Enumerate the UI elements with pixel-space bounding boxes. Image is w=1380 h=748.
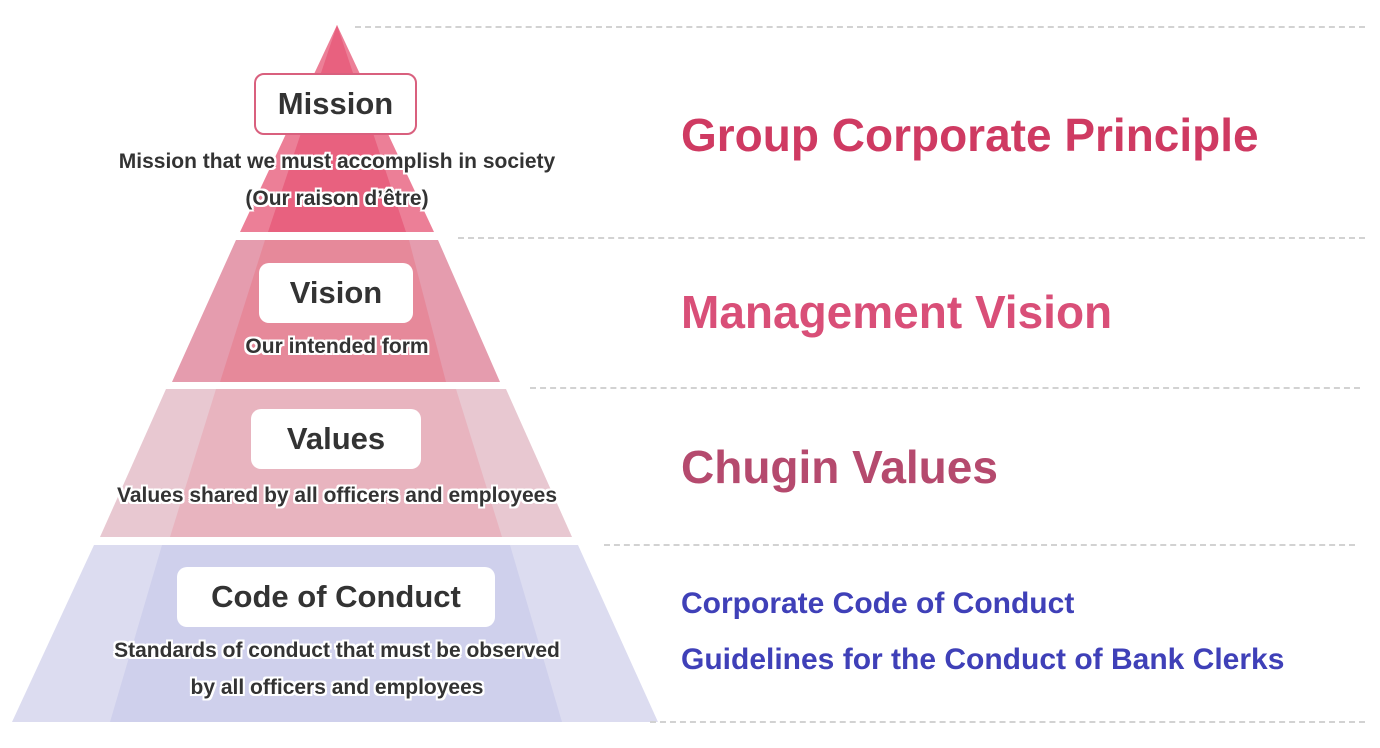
label-code-group: Corporate Code of Conduct Guidelines for… bbox=[681, 576, 1284, 688]
label-management-vision: Management Vision bbox=[681, 286, 1113, 338]
vision-title-box: Vision bbox=[259, 263, 413, 323]
values-title: Values bbox=[286, 421, 386, 456]
values-description: Values shared by all officers and employ… bbox=[37, 477, 637, 514]
label-corporate-code-of-conduct: Corporate Code of Conduct bbox=[681, 587, 1075, 620]
values-description-line-1: Values shared by all officers and employ… bbox=[116, 484, 558, 507]
code-description-line-2: by all officers and employees bbox=[190, 676, 484, 699]
vision-description: Our intended form bbox=[137, 328, 537, 365]
values-title-box: Values bbox=[251, 409, 421, 469]
separator-values-code bbox=[604, 544, 1355, 546]
label-group-corporate-principle: Group Corporate Principle bbox=[681, 109, 1259, 161]
mission-description-line-2: (Our raison d’être) bbox=[245, 187, 429, 210]
mission-description-line-1: Mission that we must accomplish in socie… bbox=[118, 150, 556, 173]
mission-title-box: Mission bbox=[254, 73, 417, 135]
mission-description: Mission that we must accomplish in socie… bbox=[37, 143, 637, 217]
separator-bottom bbox=[650, 721, 1365, 723]
separator-mission-vision bbox=[458, 237, 1365, 239]
label-guidelines-bank-clerks: Guidelines for the Conduct of Bank Clerk… bbox=[681, 643, 1285, 676]
code-title-box: Code of Conduct bbox=[177, 567, 495, 627]
label-chugin-values: Chugin Values bbox=[681, 441, 998, 493]
separator-top bbox=[355, 26, 1365, 28]
vision-description-line-1: Our intended form bbox=[245, 335, 429, 358]
vision-title: Vision bbox=[289, 275, 383, 310]
code-title: Code of Conduct bbox=[211, 579, 461, 614]
code-description: Standards of conduct that must be observ… bbox=[37, 632, 637, 706]
mission-title: Mission bbox=[277, 86, 394, 121]
code-description-line-1: Standards of conduct that must be observ… bbox=[114, 639, 560, 662]
separator-vision-values bbox=[530, 387, 1360, 389]
